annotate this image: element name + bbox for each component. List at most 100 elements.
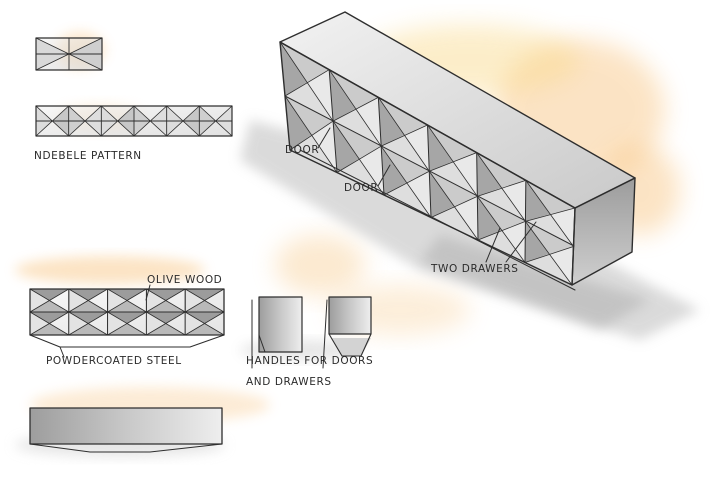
steel-leader (59, 346, 65, 358)
cabinet-cell-shade (427, 125, 477, 162)
ndebele-pattern-label: NDEBELE PATTERN (34, 150, 142, 162)
cabinet-cell-diagonal (383, 170, 430, 196)
front-diagonal (29, 288, 70, 313)
cabinet-cell-diagonal (476, 152, 526, 222)
steel-base (29, 334, 225, 348)
powdercoated-steel-label: POWDERCOATED STEEL (46, 355, 182, 367)
cabinet-cell-diagonal (279, 41, 334, 122)
cabinet-cell-shade (329, 69, 356, 122)
cabinet-cell-shade (333, 108, 382, 147)
cabinet-cell-diagonal (332, 120, 385, 196)
front-triangle (30, 300, 69, 312)
cabinet-cell-shade (381, 146, 407, 195)
drawer-leader-1 (485, 227, 501, 263)
cabinet-cell-shade (285, 96, 334, 135)
cabinet-cell-divider (428, 170, 432, 218)
front-triangle (68, 312, 89, 335)
cabinet-cell-diagonal (284, 69, 330, 97)
front-triangle (146, 323, 186, 335)
cabinet-cell-shade (476, 152, 502, 197)
front-triangle (185, 312, 205, 335)
cabinet-cell-shade (477, 196, 526, 231)
front-triangle (30, 289, 50, 312)
front-triangle (146, 300, 186, 312)
front-diagonal (145, 288, 186, 313)
cabinet-cell-divider (380, 145, 385, 196)
front-triangle (68, 289, 89, 312)
cabinet-cell-shade (525, 221, 549, 263)
handle-detail-door (251, 296, 303, 369)
front-triangle (185, 323, 224, 335)
front-diagonal (184, 311, 225, 336)
front-triangle (107, 289, 127, 312)
orange-wash (275, 235, 365, 295)
front-triangle (107, 323, 147, 335)
cabinet-cell-shade (333, 121, 382, 159)
cabinet-cell-diagonal (427, 124, 478, 197)
front-triangle (68, 323, 108, 335)
cabinet-cell-diagonal (524, 246, 574, 263)
handles-label-line-1: HANDLES FOR DOORS (246, 355, 374, 367)
cabinet-cell-diagonal (289, 120, 334, 151)
front-triangle (107, 312, 127, 335)
door-label-2: DOOR (344, 182, 379, 194)
front-triangle (185, 289, 205, 312)
cabinet-cell-shade (280, 42, 330, 83)
cabinet-cell-diagonal (477, 221, 526, 241)
front-triangle (146, 289, 166, 312)
front-triangle (30, 312, 69, 324)
front-diagonal (107, 311, 147, 336)
front-diagonal (68, 311, 108, 336)
front-diagonal (29, 311, 70, 336)
cabinet-cell-diagonal (476, 195, 526, 263)
cabinet-cell-shade (378, 97, 405, 147)
cabinet-cell-diagonal (525, 221, 573, 286)
cabinet-isometric (279, 11, 636, 291)
cabinet-cell-divider (427, 124, 430, 172)
cabinet-cell-divider (377, 96, 382, 147)
ndebele-pattern-row (35, 105, 233, 137)
cabinet-cell-diagonal (430, 195, 478, 218)
front-diagonal (184, 288, 225, 313)
front-triangle (107, 312, 147, 324)
front-triangle (185, 312, 224, 324)
cabinet-cell-diagonal (525, 179, 574, 247)
cabinet-cell-shade (429, 171, 478, 207)
cabinet-cell-shade (431, 206, 478, 240)
cabinet-shadow (420, 235, 650, 330)
cabinet-cell-diagonal (525, 207, 576, 222)
front-triangle (185, 289, 224, 301)
cabinet-cell-divider (476, 195, 479, 241)
cabinet-cell-shade (381, 146, 430, 183)
cabinet-top-face (280, 12, 635, 208)
cabinet-cell-shade (478, 230, 525, 263)
cabinet-cell-shade (378, 97, 428, 135)
orange-wash (15, 256, 205, 284)
handle-detail-drawer (322, 296, 372, 369)
cabinet-cell-diagonal (380, 124, 428, 147)
cabinet-cell-divider (476, 152, 478, 197)
drawer-leader-2 (505, 221, 537, 263)
cabinet-cell-shade (525, 221, 574, 254)
cabinet-cell-diagonal (377, 96, 430, 172)
cabinet-cell-shade (525, 253, 572, 285)
front-triangle (146, 289, 186, 301)
front-triangle (68, 300, 108, 312)
door-label-1: DOOR (285, 144, 320, 156)
cabinet-cell-shade (280, 42, 307, 96)
front-triangle (30, 323, 69, 335)
cabinet-cell-shade (476, 152, 526, 188)
cabinet-cell-diagonal (476, 179, 527, 197)
front-diagonal (145, 311, 186, 336)
front-triangle (107, 289, 147, 301)
front-elevation (29, 284, 225, 358)
cabinet-cell-diagonal (328, 69, 382, 147)
cabinet-cell-diagonal (336, 145, 382, 173)
door-leader-1 (317, 127, 331, 149)
two-drawers-label: TWO DRAWERS (431, 263, 519, 275)
front-triangle (68, 289, 108, 301)
plain-elevation (29, 407, 223, 453)
handles-label-line-2: AND DRAWERS (246, 376, 332, 388)
cabinet-cell-shade (477, 196, 502, 240)
